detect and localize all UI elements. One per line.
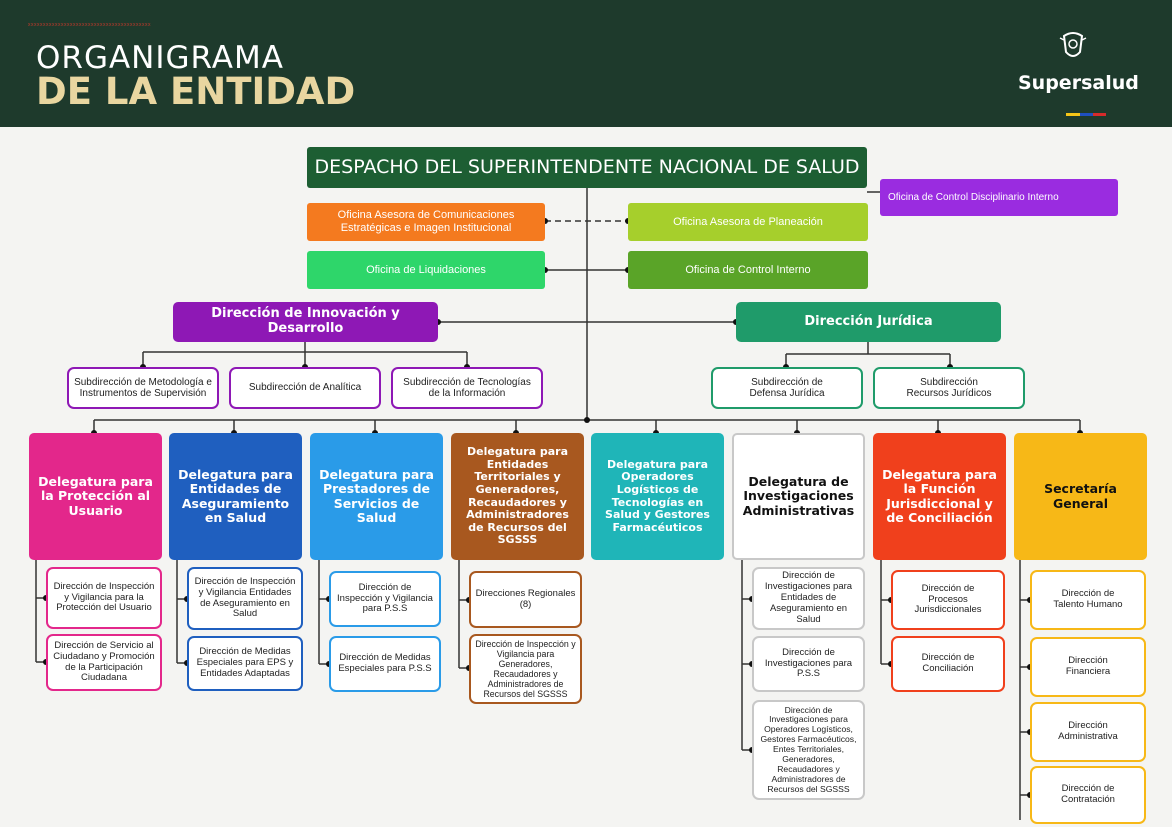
flag-stripe-icon bbox=[1066, 103, 1106, 116]
delegatura-proteccion-usuario: Delegatura para la Protección al Usuario bbox=[29, 433, 162, 560]
oficina-control-disciplinario-box: Oficina de Control Disciplinario Interno bbox=[880, 179, 1118, 216]
direccion-box: Dirección de Investigaciones para P.S.S bbox=[752, 636, 865, 692]
subdireccion-analitica-box: Subdirección de Analítica bbox=[229, 367, 381, 409]
delegatura-operadores-logisticos: Delegatura para Operadores Logísticos de… bbox=[591, 433, 724, 560]
secretaria-general: Secretaría General bbox=[1014, 433, 1147, 560]
direccion-box: Dirección de Servicio al Ciudadano y Pro… bbox=[46, 634, 162, 691]
delegatura-entidades-territoriales: Delegatura para Entidades Territoriales … bbox=[451, 433, 584, 560]
direccion-box: Dirección de Contratación bbox=[1030, 766, 1146, 824]
title-line-2: DE LA ENTIDAD bbox=[36, 70, 356, 113]
subdireccion-recursos-juridicos-box: Subdirección Recursos Jurídicos bbox=[873, 367, 1025, 409]
direccion-box: Dirección de Conciliación bbox=[891, 636, 1005, 692]
header-small-text: xxxxxxxxxxxxxxxxxxxxxxxxxxxxxxxxxxxxxxxx… bbox=[28, 22, 151, 28]
direccion-box: Dirección de Medidas Especiales para EPS… bbox=[187, 636, 303, 691]
coat-of-arms-icon bbox=[1059, 32, 1087, 57]
direccion-box: Dirección de Inspección y Vigilancia Ent… bbox=[187, 567, 303, 630]
delegatura-investigaciones: Delegatura de Investigaciones Administra… bbox=[732, 433, 865, 560]
direccion-box: Dirección de Medidas Especiales para P.S… bbox=[329, 636, 441, 692]
connector-dot bbox=[435, 319, 441, 325]
oficina-planeacion-box: Oficina Asesora de Planeación bbox=[628, 203, 868, 241]
direccion-box: Dirección Financiera bbox=[1030, 637, 1146, 697]
delegatura-jurisdiccional: Delegatura para la Función Jurisdicciona… bbox=[873, 433, 1006, 560]
direccion-box: Dirección de Inspección y Vigilancia par… bbox=[329, 571, 441, 627]
direccion-box: Dirección de Inspección y Vigilancia par… bbox=[469, 634, 582, 704]
title-line-1: ORGANIGRAMA bbox=[36, 40, 284, 76]
direccion-box: Direcciones Regionales (8) bbox=[469, 571, 582, 628]
direccion-box: Dirección de Investigaciones para Entida… bbox=[752, 567, 865, 630]
oficina-comunicaciones-box: Oficina Asesora de Comunicaciones Estrat… bbox=[307, 203, 545, 241]
oficina-liquidaciones-box: Oficina de Liquidaciones bbox=[307, 251, 545, 289]
subdireccion-metodologia-box: Subdirección de Metodología e Instrument… bbox=[67, 367, 219, 409]
delegatura-prestadores: Delegatura para Prestadores de Servicios… bbox=[310, 433, 443, 560]
despacho-superintendente-box: DESPACHO DEL SUPERINTENDENTE NACIONAL DE… bbox=[307, 147, 867, 188]
direccion-box: Dirección de Inspección y Vigilancia par… bbox=[46, 567, 162, 629]
direccion-box: Dirección Administrativa bbox=[1030, 702, 1146, 762]
direccion-box: Dirección de Talento Humano bbox=[1030, 570, 1146, 630]
supersalud-logo: Supersalud bbox=[1018, 72, 1139, 94]
connector-dot bbox=[584, 417, 590, 423]
subdireccion-tecnologias-box: Subdirección de Tecnologías de la Inform… bbox=[391, 367, 543, 409]
direccion-box: Dirección de Procesos Jurisdiccionales bbox=[891, 570, 1005, 630]
direccion-innovacion-box: Dirección de Innovación y Desarrollo bbox=[173, 302, 438, 342]
connector-dot bbox=[542, 218, 548, 224]
direccion-box: Dirección de Investigaciones para Operad… bbox=[752, 700, 865, 800]
direccion-juridica-box: Dirección Jurídica bbox=[736, 302, 1001, 342]
connector-dot bbox=[542, 267, 548, 273]
header-banner: xxxxxxxxxxxxxxxxxxxxxxxxxxxxxxxxxxxxxxxx… bbox=[0, 0, 1172, 127]
delegatura-aseguramiento: Delegatura para Entidades de Aseguramien… bbox=[169, 433, 302, 560]
oficina-control-interno-box: Oficina de Control Interno bbox=[628, 251, 868, 289]
subdireccion-defensa-juridica-box: Subdirección de Defensa Jurídica bbox=[711, 367, 863, 409]
